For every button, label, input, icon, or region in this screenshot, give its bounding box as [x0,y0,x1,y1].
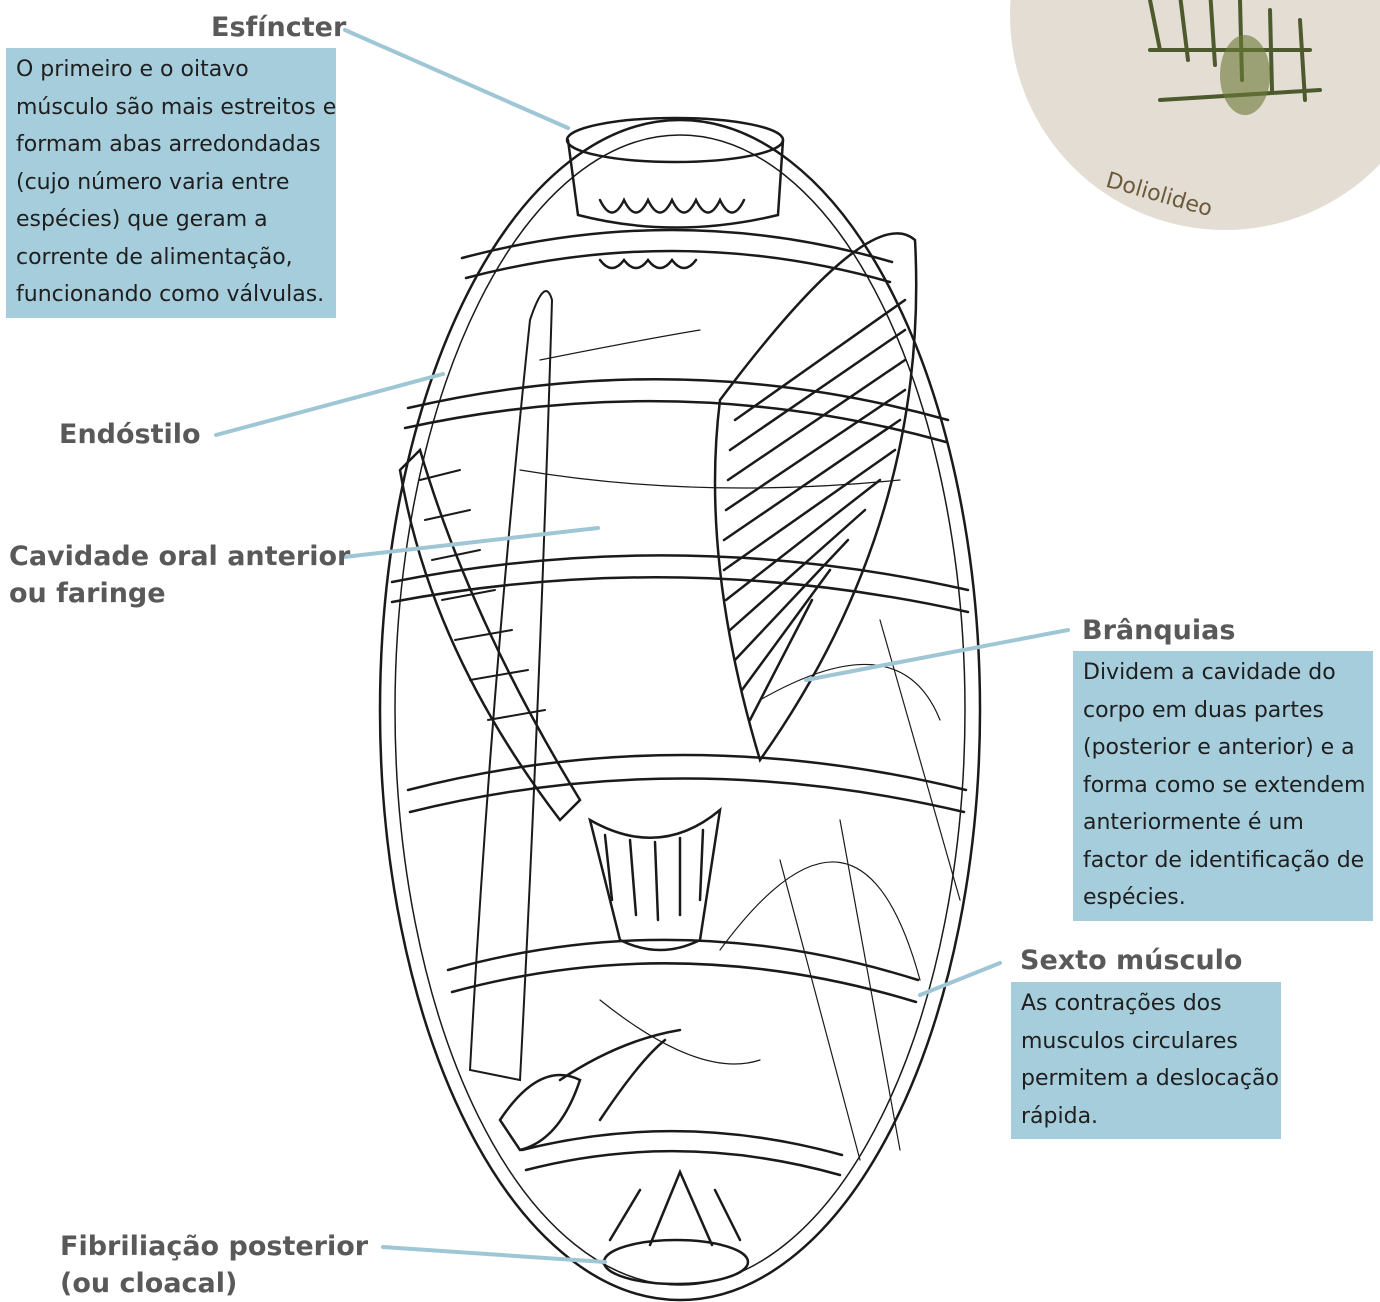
box-branquias-line: espécies. [1083,879,1363,917]
label-fibriliacao: Fibriliação posterior (ou cloacal) [60,1228,368,1302]
box-branquias: Dividem a cavidade do corpo em duas part… [1073,651,1373,921]
box-sexto-line: rápida. [1021,1098,1271,1136]
box-branquias-line: corpo em duas partes [1083,692,1363,730]
box-branquias-line: anteriormente é um [1083,804,1363,842]
box-branquias-line: factor de identificação de [1083,842,1363,880]
box-sexto-line: permitem a deslocação [1021,1060,1271,1098]
label-sexto-musculo: Sexto músculo [1020,942,1243,979]
box-esfincter: O primeiro e o oitavo músculo são mais e… [6,48,336,318]
box-branquias-line: (posterior e anterior) e a [1083,729,1363,767]
leader-lines [216,30,1068,1262]
box-sexto-line: musculos circulares [1021,1023,1271,1061]
box-esfincter-line: O primeiro e o oitavo [16,51,326,89]
box-branquias-line: forma como se extendem [1083,767,1363,805]
box-esfincter-line: corrente de alimentação, [16,239,326,277]
box-esfincter-line: formam abas arredondadas [16,126,326,164]
doliolid-drawing [380,118,980,1300]
box-esfincter-line: espécies) que geram a [16,201,326,239]
label-cavidade-line1: Cavidade oral anterior [9,538,350,575]
label-branquias: Brânquias [1082,612,1235,649]
box-sexto-line: As contrações dos [1021,985,1271,1023]
box-esfincter-line: funcionando como válvulas. [16,276,326,314]
box-sexto-musculo: As contrações dos musculos circulares pe… [1011,982,1281,1139]
label-cavidade-oral: Cavidade oral anterior ou faringe [9,538,350,612]
label-cavidade-line2: ou faringe [9,575,350,612]
label-endostilo: Endóstilo [59,416,201,453]
box-esfincter-line: músculo são mais estreitos e [16,89,326,127]
box-branquias-line: Dividem a cavidade do [1083,654,1363,692]
label-fibriliacao-line2: (ou cloacal) [60,1265,368,1302]
box-esfincter-line: (cujo número varia entre [16,164,326,202]
label-esfincter: Esfíncter [211,9,346,46]
label-fibriliacao-line1: Fibriliação posterior [60,1228,368,1265]
